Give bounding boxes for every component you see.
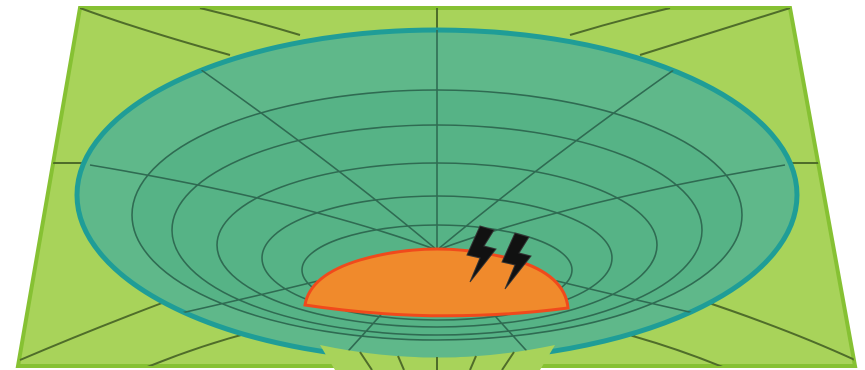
gravity-well-diagram (0, 0, 865, 370)
